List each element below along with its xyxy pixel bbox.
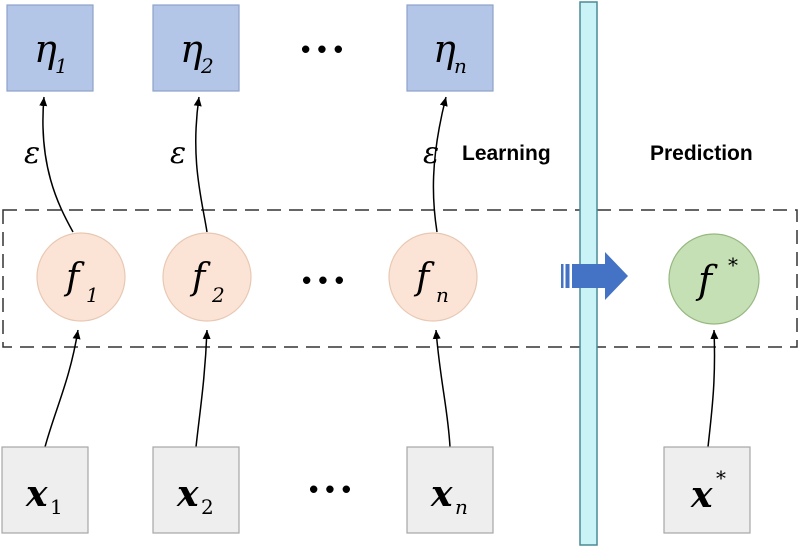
arrow-f2-to-eta2: [193, 96, 208, 233]
input-subscript-2: 2: [201, 495, 214, 519]
input-symbol-1: x: [25, 473, 48, 515]
function-node-2: f 2: [162, 232, 252, 322]
prediction-input-superscript: *: [716, 466, 726, 490]
function-group-frame: [2, 209, 798, 348]
prediction-node-superscript: *: [728, 253, 738, 277]
output-subscript-n: n: [454, 54, 467, 78]
input-box-n: x n: [406, 446, 494, 534]
input-symbol-2: x: [176, 473, 199, 515]
arrow-xstar-to-fstar: [707, 329, 719, 448]
output-subscript-1: 1: [55, 54, 68, 78]
arrow-fn-to-etan: [432, 96, 448, 233]
arrow-f1-to-eta1: [39, 96, 74, 233]
arrow-x1-to-f1: [44, 329, 81, 448]
output-box-1: η 1: [6, 4, 94, 92]
arrow-x2-to-f2: [195, 329, 211, 448]
output-subscript-2: 2: [200, 54, 214, 78]
input-ellipsis: • • •: [309, 474, 351, 504]
input-subscript-1: 1: [50, 495, 63, 519]
function-ellipsis: • • •: [302, 265, 344, 295]
learning-label: Learning: [462, 142, 551, 165]
function-node-n: f n: [388, 232, 478, 322]
function-node-1: f 1: [36, 232, 126, 322]
output-ellipsis: • • •: [301, 34, 343, 64]
input-box-2: x 2: [152, 446, 240, 534]
prediction-input-box: x *: [663, 446, 751, 534]
output-symbol-n: η: [433, 27, 456, 71]
prediction-input-symbol: x: [690, 474, 713, 516]
output-symbol-1: η: [34, 27, 57, 71]
input-symbol-n: x: [430, 473, 453, 515]
function-subscript-1: 1: [86, 283, 99, 307]
input-subscript-n: n: [455, 495, 468, 519]
learning-to-prediction-arrow: [561, 252, 628, 300]
function-subscript-n: n: [436, 283, 449, 307]
prediction-node: f *: [668, 233, 760, 325]
noise-label-2: ε: [170, 136, 186, 171]
function-subscript-2: 2: [211, 283, 225, 307]
prediction-label: Prediction: [650, 142, 753, 165]
arrow-xn-to-fn: [432, 329, 451, 448]
output-box-2: η 2: [152, 4, 240, 92]
output-box-n: η n: [406, 4, 494, 92]
noise-label-1: ε: [24, 136, 40, 171]
output-symbol-2: η: [180, 27, 203, 71]
input-box-1: x 1: [1, 446, 89, 534]
